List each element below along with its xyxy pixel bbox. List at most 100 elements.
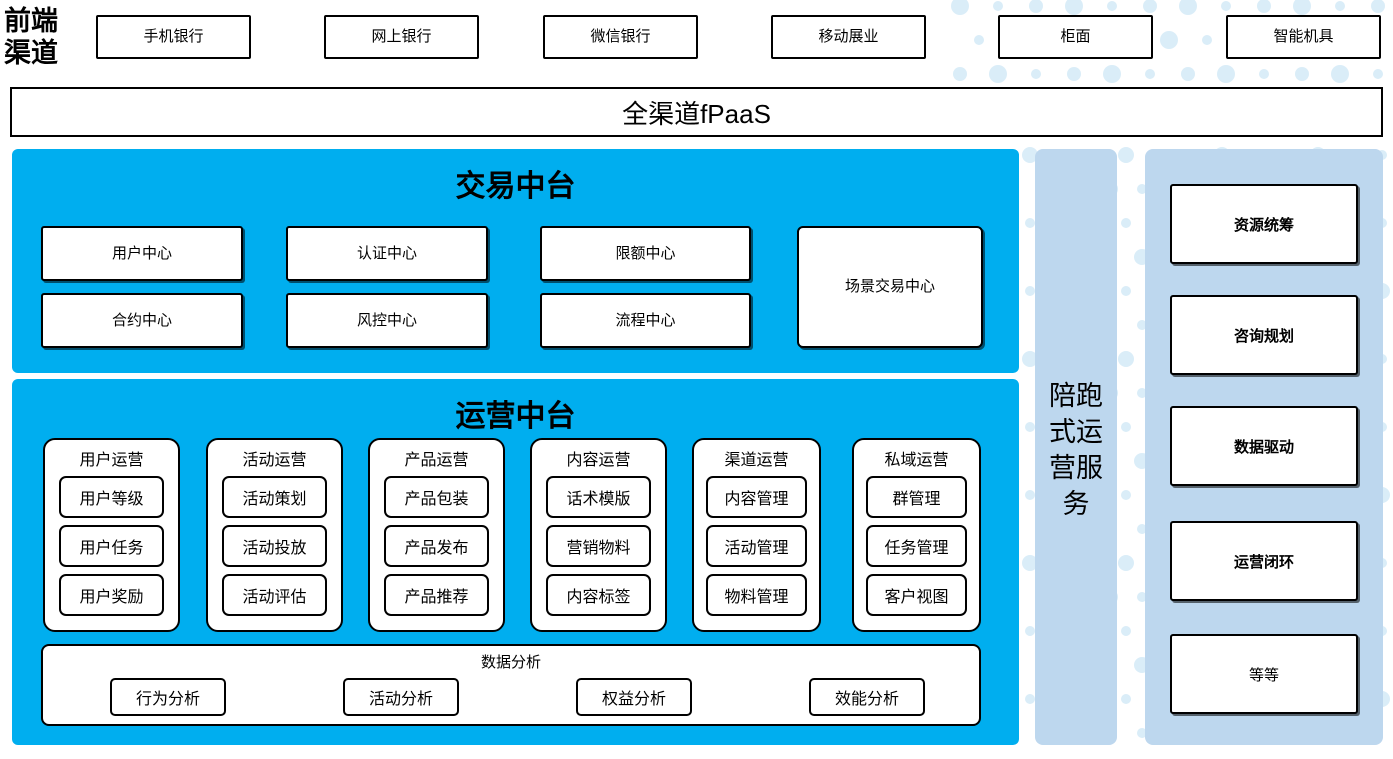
- tx-card-limit-center[interactable]: 限额中心: [540, 226, 751, 281]
- tx-card-label: 认证中心: [356, 244, 417, 262]
- channel-label: 网上银行: [371, 28, 432, 46]
- data-analysis-item[interactable]: 活动分析: [343, 678, 459, 716]
- ops-item-label: 产品推荐: [404, 589, 469, 606]
- ops-item[interactable]: 客户视图: [866, 574, 967, 616]
- tx-card-label: 合约中心: [111, 311, 172, 329]
- service-card-label: 等等: [1248, 666, 1279, 684]
- channel-chip-smart-machine[interactable]: 智能机具: [1226, 15, 1381, 59]
- ops-item[interactable]: 任务管理: [866, 525, 967, 567]
- frontend-channel-label: 前端 渠道: [4, 4, 90, 70]
- channel-chip-mobile-business[interactable]: 移动展业: [771, 15, 926, 59]
- tx-card-process-center[interactable]: 流程中心: [540, 293, 751, 348]
- ops-column-title: 渠道运营: [724, 452, 789, 469]
- service-card-resource-coordination[interactable]: 资源统筹: [1170, 184, 1358, 264]
- data-analysis-group: 数据分析 行为分析 活动分析 权益分析 效能分析: [41, 644, 981, 726]
- ops-column-activity: 活动运营 活动策划 活动投放 活动评估: [206, 438, 343, 632]
- frontend-label-line2: 渠道: [4, 38, 58, 68]
- data-analysis-title: 数据分析: [480, 654, 541, 671]
- operation-platform-title: 运营中台: [455, 400, 576, 433]
- ops-item[interactable]: 营销物料: [546, 525, 651, 567]
- channel-label: 手机银行: [143, 28, 204, 46]
- ops-item[interactable]: 活动策划: [222, 476, 327, 518]
- frontend-label-line1: 前端: [4, 6, 58, 36]
- ops-item-label: 物料管理: [724, 589, 789, 606]
- service-card-label: 运营闭环: [1233, 553, 1294, 571]
- transaction-platform-title: 交易中台: [455, 170, 576, 203]
- data-analysis-item[interactable]: 效能分析: [809, 678, 925, 716]
- omnichannel-fpaas-bar: 全渠道fPaaS: [10, 87, 1383, 137]
- ops-column-user: 用户运营 用户等级 用户任务 用户奖励: [43, 438, 180, 632]
- data-analysis-item-label: 活动分析: [368, 691, 433, 708]
- ops-item-label: 活动评估: [242, 589, 307, 606]
- service-card-operation-closed-loop[interactable]: 运营闭环: [1170, 521, 1358, 601]
- ops-column-private-domain: 私域运营 群管理 任务管理 客户视图: [852, 438, 981, 632]
- tx-card-label: 流程中心: [615, 311, 676, 329]
- tx-card-auth-center[interactable]: 认证中心: [286, 226, 488, 281]
- ops-item[interactable]: 用户任务: [59, 525, 164, 567]
- tx-card-label: 限额中心: [615, 244, 676, 262]
- service-card-label: 资源统筹: [1233, 216, 1294, 234]
- channel-label: 微信银行: [590, 28, 651, 46]
- channel-label: 移动展业: [818, 28, 879, 46]
- service-card-etc[interactable]: 等等: [1170, 634, 1358, 714]
- tx-card-user-center[interactable]: 用户中心: [41, 226, 243, 281]
- service-card-label: 咨询规划: [1233, 327, 1294, 345]
- ops-item[interactable]: 内容标签: [546, 574, 651, 616]
- ops-item[interactable]: 活动管理: [706, 525, 807, 567]
- tx-card-label: 用户中心: [111, 244, 172, 262]
- ops-item-label: 话术模版: [566, 491, 631, 508]
- ops-item[interactable]: 活动投放: [222, 525, 327, 567]
- ops-item-label: 产品发布: [404, 540, 469, 557]
- ops-item-label: 营销物料: [566, 540, 631, 557]
- data-analysis-item[interactable]: 行为分析: [110, 678, 226, 716]
- ops-column-title: 内容运营: [566, 452, 631, 469]
- ops-item-label: 活动策划: [242, 491, 307, 508]
- ops-item-label: 客户视图: [884, 589, 949, 606]
- ops-item-label: 活动管理: [724, 540, 789, 557]
- ops-item[interactable]: 群管理: [866, 476, 967, 518]
- ops-item[interactable]: 用户奖励: [59, 574, 164, 616]
- ops-item[interactable]: 物料管理: [706, 574, 807, 616]
- tx-card-contract-center[interactable]: 合约中心: [41, 293, 243, 348]
- ops-item[interactable]: 产品包装: [384, 476, 489, 518]
- tx-card-label: 风控中心: [356, 311, 417, 329]
- accompanying-service-column-panel: [1035, 149, 1117, 745]
- ops-item[interactable]: 产品推荐: [384, 574, 489, 616]
- data-analysis-item[interactable]: 权益分析: [576, 678, 692, 716]
- data-analysis-item-label: 效能分析: [834, 691, 899, 708]
- tx-card-scenario-trade-center[interactable]: 场景交易中心: [797, 226, 983, 348]
- data-analysis-item-label: 权益分析: [601, 691, 666, 708]
- channel-chip-counter[interactable]: 柜面: [998, 15, 1153, 59]
- ops-item[interactable]: 话术模版: [546, 476, 651, 518]
- service-card-data-driven[interactable]: 数据驱动: [1170, 406, 1358, 486]
- service-card-consulting-planning[interactable]: 咨询规划: [1170, 295, 1358, 375]
- ops-column-channel: 渠道运营 内容管理 活动管理 物料管理: [692, 438, 821, 632]
- ops-item-label: 内容标签: [566, 589, 631, 606]
- channel-label: 智能机具: [1273, 28, 1334, 46]
- ops-item[interactable]: 用户等级: [59, 476, 164, 518]
- tx-card-label: 场景交易中心: [844, 278, 935, 296]
- data-analysis-item-label: 行为分析: [135, 691, 200, 708]
- ops-item[interactable]: 内容管理: [706, 476, 807, 518]
- ops-column-title: 活动运营: [242, 452, 307, 469]
- accompanying-service-label: 陪跑式运营服务: [1049, 381, 1103, 519]
- ops-item-label: 内容管理: [724, 491, 789, 508]
- tx-card-risk-center[interactable]: 风控中心: [286, 293, 488, 348]
- ops-item[interactable]: 产品发布: [384, 525, 489, 567]
- channel-chip-wechat-bank[interactable]: 微信银行: [543, 15, 698, 59]
- channel-chip-mobile-bank[interactable]: 手机银行: [96, 15, 251, 59]
- ops-column-title: 用户运营: [79, 452, 144, 469]
- ops-item-label: 用户任务: [79, 540, 144, 557]
- ops-item-label: 活动投放: [242, 540, 307, 557]
- fpaas-label: 全渠道fPaaS: [622, 98, 771, 129]
- ops-column-title: 产品运营: [404, 452, 469, 469]
- ops-column-product: 产品运营 产品包装 产品发布 产品推荐: [368, 438, 505, 632]
- ops-column-content: 内容运营 话术模版 营销物料 内容标签: [530, 438, 667, 632]
- ops-item-label: 群管理: [892, 491, 941, 508]
- ops-item-label: 产品包装: [404, 491, 469, 508]
- ops-item-label: 用户等级: [79, 491, 144, 508]
- channel-label: 柜面: [1060, 28, 1091, 46]
- channel-chip-online-bank[interactable]: 网上银行: [324, 15, 479, 59]
- ops-column-title: 私域运营: [884, 452, 949, 469]
- ops-item[interactable]: 活动评估: [222, 574, 327, 616]
